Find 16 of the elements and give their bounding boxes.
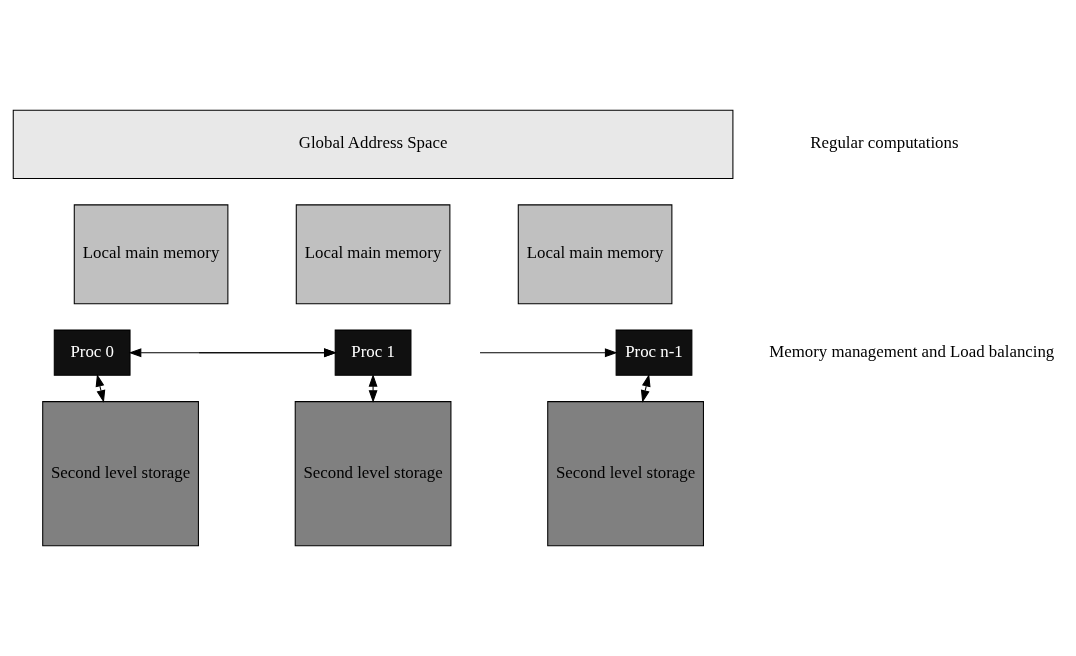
label: Memory management and Load balancing — [769, 341, 1055, 361]
node-box: Proc n-1 — [615, 329, 693, 376]
label: Regular computations — [810, 133, 959, 153]
node-box: Second level storage — [547, 401, 704, 547]
node-box: Global Address Space — [12, 109, 734, 180]
arrow — [95, 374, 106, 403]
node-box: Local main memory — [295, 204, 451, 305]
arrow — [640, 374, 651, 403]
arrow — [368, 374, 378, 403]
arrow — [479, 348, 618, 358]
node-box: Proc 0 — [53, 329, 131, 376]
node-box: Proc 1 — [334, 329, 412, 376]
node-box: Local main memory — [73, 204, 229, 305]
node-box: Second level storage — [294, 401, 452, 547]
node-box: Second level storage — [42, 401, 199, 547]
node-box: Local main memory — [517, 204, 673, 305]
